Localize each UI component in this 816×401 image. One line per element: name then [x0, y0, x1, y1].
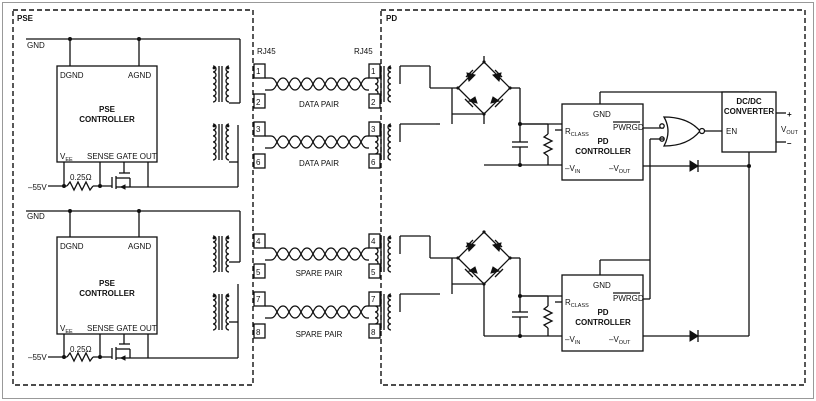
pse-dgnd-label: DGND: [60, 71, 84, 80]
pse-label: PSE: [17, 14, 34, 23]
pd-channel-1: GND RCLASS PWRGD PD CONTROLLER –VIN –VOU…: [399, 56, 751, 181]
pse-pins-label: SENSE GATE OUT: [87, 152, 157, 161]
pd-controller-box: [561, 103, 644, 181]
pin-number: 8: [371, 328, 376, 337]
sense-resistor: [66, 180, 94, 192]
pse-vee-label: VEE: [60, 152, 73, 163]
pd-gnd-label-2: GND: [593, 281, 611, 290]
pse-controller-subtitle: CONTROLLER: [79, 115, 135, 124]
pd-gnd-label: GND: [593, 110, 611, 119]
pse-gnd-label-2: GND: [27, 212, 45, 221]
pd-label: PD: [386, 14, 397, 23]
pin-number: 1: [371, 67, 376, 76]
pd-vin-label-2: –VIN: [565, 335, 580, 346]
rj45-right-label: RJ45: [354, 47, 373, 56]
pin-number: 5: [371, 268, 376, 277]
pse-resistor-label-2: 0.25Ω: [70, 345, 92, 354]
converter-en-label: EN: [726, 127, 737, 136]
pd-pwrgd-label: PWRGD: [613, 123, 644, 132]
data-pair-1: 1 2 1 2 DATA PAIR: [211, 63, 393, 109]
converter-title: DC/DC: [736, 97, 762, 106]
pse-controller-box-2: [56, 236, 158, 335]
pair-label: SPARE PAIR: [296, 269, 343, 278]
pse-supply-label: –55V: [28, 183, 47, 192]
pd-controller-title-2: PD: [597, 308, 608, 317]
rj45-pin-box: [253, 93, 266, 109]
pse-domain-box: [12, 9, 254, 386]
pse-supply-label-2: –55V: [28, 353, 47, 362]
data-pair-2: 3 6 3 6 DATA PAIR: [211, 121, 393, 169]
pin-number: 7: [256, 295, 261, 304]
pin-number: 4: [371, 237, 376, 246]
bridge-rectifier: [455, 59, 513, 117]
converter-minus: –: [787, 139, 792, 148]
converter-subtitle: CONVERTER: [724, 107, 774, 116]
pse-controller-subtitle-2: CONTROLLER: [79, 289, 135, 298]
pd-rclass-label: RCLASS: [565, 127, 589, 138]
dcdc-converter-box: [721, 91, 777, 153]
converter-plus: +: [787, 110, 792, 119]
pin-number: 2: [256, 98, 261, 107]
pin-number: 7: [371, 295, 376, 304]
pse-controller-box: [56, 65, 158, 163]
pd-controller-subtitle-2: CONTROLLER: [575, 318, 631, 327]
pair-label: SPARE PAIR: [296, 330, 343, 339]
pair-label: DATA PAIR: [299, 159, 339, 168]
converter-vout-label: VOUT: [781, 125, 799, 136]
pse-gnd-label: GND: [27, 41, 45, 50]
pin-number: 8: [256, 328, 261, 337]
pd-controller-box-2: [561, 274, 644, 352]
pin-number: 6: [371, 158, 376, 167]
pd-vout-label-2: –VOUT: [609, 335, 631, 346]
pin-number: 3: [371, 125, 376, 134]
pd-pwrgd-label-2: PWRGD: [613, 294, 644, 303]
pd-vout-label: –VOUT: [609, 164, 631, 175]
pd-domain-box: [380, 9, 806, 386]
rj45-pin-box: [368, 93, 381, 109]
pse-resistor-label: 0.25Ω: [70, 173, 92, 182]
pin-number: 5: [256, 268, 261, 277]
pin-number: 3: [256, 125, 261, 134]
spare-pair-2: 7 8 7 8 SPARE PAIR: [211, 291, 393, 339]
rj45-pin-box: [368, 63, 381, 79]
pd-controller-subtitle: CONTROLLER: [575, 147, 631, 156]
pin-number: 4: [256, 237, 261, 246]
pse-channel-1: GND DGND AGND PSE CONTROLLER VEE SENSE G…: [26, 37, 241, 192]
pse-channel-2: GND DGND AGND PSE CONTROLLER VEE SENSE G…: [26, 209, 241, 363]
pse-dgnd-label-2: DGND: [60, 242, 84, 251]
pse-controller-title-2: PSE: [99, 279, 116, 288]
rj45-pin-box: [253, 63, 266, 79]
pse-vee-label-2: VEE: [60, 324, 73, 335]
pse-agnd-label: AGND: [128, 71, 151, 80]
dcdc-converter: DC/DC CONVERTER EN + – VOUT: [721, 91, 799, 336]
spare-pair-1: 4 5 4 5 SPARE PAIR: [211, 233, 393, 279]
pd-channel-2: GND RCLASS PWRGD PD CONTROLLER –VIN –VOU…: [399, 229, 749, 352]
pair-label: DATA PAIR: [299, 100, 339, 109]
rj45-left-label: RJ45: [257, 47, 276, 56]
pse-controller-title: PSE: [99, 105, 116, 114]
sense-resistor-2: [66, 351, 94, 363]
pd-vin-label: –VIN: [565, 164, 580, 175]
pse-agnd-label-2: AGND: [128, 242, 151, 251]
pd-controller-title: PD: [597, 137, 608, 146]
or-gate: [649, 116, 722, 299]
pin-number: 6: [256, 158, 261, 167]
pd-rclass-label-2: RCLASS: [565, 298, 589, 309]
pin-number: 2: [371, 98, 376, 107]
bridge-rectifier-2: [455, 229, 513, 287]
pin-number: 1: [256, 67, 261, 76]
pse-pins-label-2: SENSE GATE OUT: [87, 324, 157, 333]
